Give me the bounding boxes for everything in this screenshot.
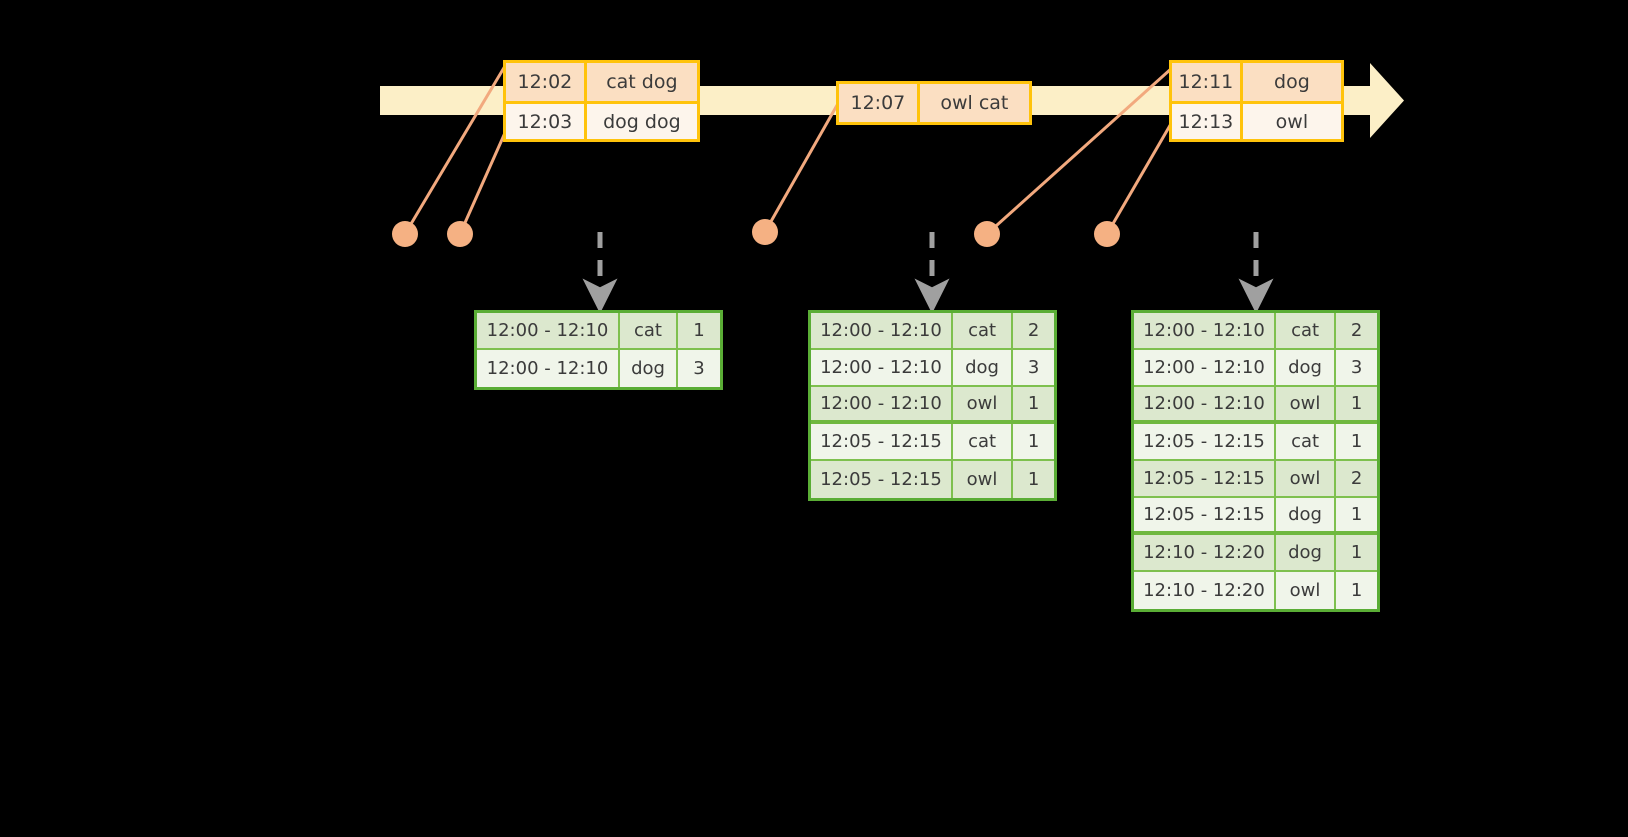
cell-window: 12:00 - 12:10	[1134, 387, 1276, 420]
event-row[interactable]: 12:13 owl	[1172, 101, 1341, 139]
event-words: cat dog	[586, 63, 697, 101]
cell-word: dog	[952, 350, 1014, 385]
table-row[interactable]: 12:00 - 12:10 dog 3	[1134, 350, 1378, 387]
cell-count: 1	[678, 313, 720, 348]
result-table-1[interactable]: 12:00 - 12:10 cat 1 12:00 - 12:10 dog 3	[474, 310, 723, 390]
cell-count: 2	[1336, 313, 1378, 348]
cell-count: 3	[678, 350, 720, 387]
cell-word: dog	[1275, 350, 1337, 385]
table-row[interactable]: 12:05 - 12:15 cat 1	[1134, 424, 1378, 461]
dot-3	[752, 219, 778, 245]
event-words: owl	[1242, 104, 1341, 139]
dot-2	[447, 221, 473, 247]
event-group-3[interactable]: 12:11 dog 12:13 owl	[1169, 60, 1344, 142]
table-row[interactable]: 12:00 - 12:10 owl 1	[1134, 387, 1378, 424]
event-words: dog dog	[586, 104, 697, 139]
table-row[interactable]: 12:00 - 12:10 cat 1	[477, 313, 720, 350]
event-time: 12:11	[1172, 63, 1243, 101]
table-row[interactable]: 12:00 - 12:10 owl 1	[811, 387, 1055, 424]
event-time: 12:03	[506, 104, 587, 139]
dashed-arrows	[582, 232, 1274, 314]
cell-count: 3	[1336, 350, 1378, 385]
cell-window: 12:05 - 12:15	[1134, 461, 1276, 496]
event-time: 12:13	[1172, 104, 1243, 139]
cell-count: 1	[1013, 461, 1055, 498]
cell-count: 1	[1013, 387, 1055, 420]
event-group-2[interactable]: 12:07 owl cat	[836, 81, 1032, 125]
cell-count: 1	[1336, 572, 1378, 609]
event-row[interactable]: 12:02 cat dog	[506, 63, 697, 101]
table-row[interactable]: 12:10 - 12:20 owl 1	[1134, 572, 1378, 609]
cell-count: 2	[1013, 313, 1055, 348]
cell-word: owl	[1275, 461, 1337, 496]
event-time: 12:07	[839, 84, 920, 122]
table-row[interactable]: 12:00 - 12:10 dog 3	[477, 350, 720, 387]
result-table-3[interactable]: 12:00 - 12:10 cat 2 12:00 - 12:10 dog 3 …	[1131, 310, 1380, 612]
cell-count: 1	[1336, 498, 1378, 531]
event-words: owl cat	[919, 84, 1029, 122]
table-row[interactable]: 12:10 - 12:20 dog 1	[1134, 535, 1378, 572]
cell-window: 12:00 - 12:10	[477, 350, 620, 387]
table-row[interactable]: 12:05 - 12:15 dog 1	[1134, 498, 1378, 535]
cell-word: owl	[952, 387, 1014, 420]
cell-count: 1	[1013, 424, 1055, 459]
cell-word: cat	[620, 313, 678, 348]
cell-window: 12:00 - 12:10	[811, 350, 953, 385]
cell-window: 12:00 - 12:10	[477, 313, 620, 348]
table-row[interactable]: 12:05 - 12:15 owl 2	[1134, 461, 1378, 498]
cell-word: cat	[952, 313, 1014, 348]
cell-word: cat	[1275, 424, 1337, 459]
cell-count: 1	[1336, 535, 1378, 570]
cell-word: dog	[620, 350, 678, 387]
cell-window: 12:05 - 12:15	[811, 424, 953, 459]
table-row[interactable]: 12:05 - 12:15 cat 1	[811, 424, 1055, 461]
cell-window: 12:00 - 12:10	[1134, 350, 1276, 385]
event-row[interactable]: 12:11 dog	[1172, 63, 1341, 101]
event-row[interactable]: 12:03 dog dog	[506, 101, 697, 139]
table-row[interactable]: 12:00 - 12:10 cat 2	[1134, 313, 1378, 350]
table-row[interactable]: 12:05 - 12:15 owl 1	[811, 461, 1055, 498]
cell-window: 12:00 - 12:10	[811, 313, 953, 348]
cell-window: 12:10 - 12:20	[1134, 572, 1276, 609]
cell-window: 12:00 - 12:10	[811, 387, 953, 420]
cell-window: 12:05 - 12:15	[1134, 424, 1276, 459]
event-row[interactable]: 12:07 owl cat	[839, 84, 1029, 122]
cell-word: cat	[1275, 313, 1337, 348]
cell-word: dog	[1275, 535, 1337, 570]
cell-word: owl	[1275, 572, 1337, 609]
cell-count: 3	[1013, 350, 1055, 385]
dot-5	[1094, 221, 1120, 247]
result-table-2[interactable]: 12:00 - 12:10 cat 2 12:00 - 12:10 dog 3 …	[808, 310, 1057, 501]
event-words: dog	[1242, 63, 1341, 101]
cell-word: owl	[952, 461, 1014, 498]
cell-count: 2	[1336, 461, 1378, 496]
event-group-1[interactable]: 12:02 cat dog 12:03 dog dog	[503, 60, 700, 142]
event-time: 12:02	[506, 63, 587, 101]
cell-window: 12:10 - 12:20	[1134, 535, 1276, 570]
cell-window: 12:05 - 12:15	[811, 461, 953, 498]
connector-dots	[392, 219, 1120, 247]
table-row[interactable]: 12:00 - 12:10 dog 3	[811, 350, 1055, 387]
cell-word: dog	[1275, 498, 1337, 531]
cell-count: 1	[1336, 424, 1378, 459]
cell-word: owl	[1275, 387, 1337, 420]
dot-1	[392, 221, 418, 247]
cell-window: 12:05 - 12:15	[1134, 498, 1276, 531]
dot-4	[974, 221, 1000, 247]
cell-window: 12:00 - 12:10	[1134, 313, 1276, 348]
cell-count: 1	[1336, 387, 1378, 420]
cell-word: cat	[952, 424, 1014, 459]
table-row[interactable]: 12:00 - 12:10 cat 2	[811, 313, 1055, 350]
